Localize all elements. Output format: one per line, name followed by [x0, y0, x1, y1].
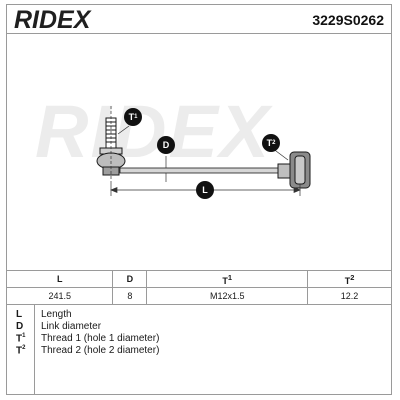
header-thread-1: T1: [146, 270, 309, 288]
badge-length: L: [196, 181, 214, 199]
legend-key: T2: [16, 345, 26, 357]
value-diameter: 8: [112, 287, 148, 305]
badge-diameter: D: [157, 136, 175, 154]
legend-key: T1: [16, 333, 26, 345]
brand-logo: RIDEX: [14, 6, 91, 34]
specs-value-row: 241.5 8 M12x1.5 12.2: [5, 287, 392, 305]
link-rod: [119, 167, 291, 174]
legend-desc: Thread 1 (hole 1 diameter): [41, 333, 160, 344]
specs-table: L D T1 T2 241.5 8 M12x1.5 12.2: [5, 270, 392, 305]
stabilizer-link-drawing: [96, 106, 311, 196]
legend: L Length D Link diameter T1 Thread 1 (ho…: [6, 304, 392, 395]
legend-desc: Link diameter: [41, 321, 102, 332]
legend-item: L Length: [6, 309, 392, 322]
legend-item: D Link diameter: [6, 321, 392, 334]
legend-desc: Length: [41, 309, 72, 320]
right-bushing: [277, 151, 311, 189]
header-thread-2: T2: [307, 270, 392, 288]
value-thread-2: 12.2: [307, 287, 392, 305]
legend-divider: [34, 304, 35, 395]
specs-header-row: L D T1 T2: [5, 270, 392, 288]
value-thread-1: M12x1.5: [146, 287, 309, 305]
header-length: L: [5, 270, 114, 288]
legend-key: L: [16, 309, 23, 320]
legend-desc: Thread 2 (hole 2 diameter): [41, 345, 160, 356]
header-bar: RIDEX 3229S0262: [6, 4, 392, 34]
legend-key: D: [16, 321, 24, 332]
header-diameter: D: [112, 270, 148, 288]
watermark-logo: RIDEX: [35, 90, 272, 173]
part-number: 3229S0262: [312, 12, 384, 28]
legend-item: T1 Thread 1 (hole 1 diameter): [6, 333, 392, 346]
value-length: 241.5: [5, 287, 114, 305]
technical-drawing: [6, 34, 392, 270]
sheet-frame: [6, 4, 392, 395]
legend-item: T2 Thread 2 (hole 2 diameter): [6, 345, 392, 358]
